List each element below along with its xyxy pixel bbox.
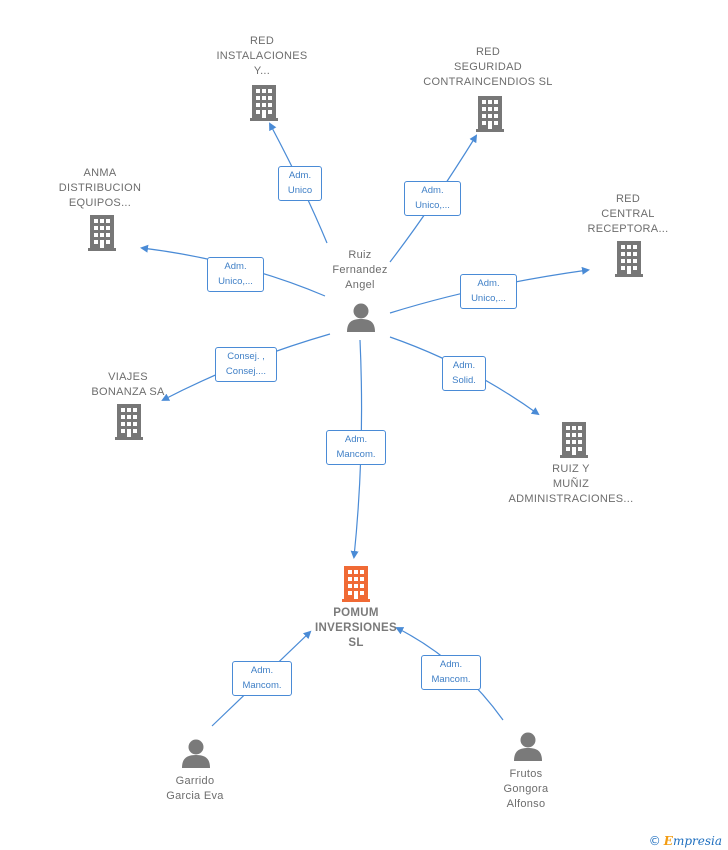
person-icon-ruiz[interactable]: [347, 303, 375, 333]
building-icon-red-seguridad[interactable]: [476, 96, 504, 132]
building-icon-red-instalaciones[interactable]: [250, 85, 278, 121]
building-icon-red-central[interactable]: [615, 241, 643, 277]
edge-label-red-seguridad: Adm. Unico,...: [404, 181, 461, 216]
node-label-red-instalaciones[interactable]: RED INSTALACIONES Y...: [216, 35, 308, 77]
node-label-red-seguridad[interactable]: RED SEGURIDAD CONTRAINCENDIOS SL: [423, 46, 553, 88]
brand-name: mpresia: [672, 834, 722, 848]
building-icon-anma[interactable]: [88, 215, 116, 251]
edge-label-anma: Adm. Unico,...: [207, 257, 264, 292]
empresia-logo: ©Empresia: [649, 834, 722, 848]
edge-label-red-central: Adm. Unico,...: [460, 274, 517, 309]
edge-label-frutos: Adm. Mancom.: [421, 655, 481, 690]
building-icon-pomum[interactable]: [342, 566, 370, 602]
node-label-ruiz-munoz[interactable]: RUIZ Y MUÑIZ ADMINISTRACIONES...: [508, 463, 634, 505]
node-label-red-central[interactable]: RED CENTRAL RECEPTORA...: [587, 193, 669, 235]
node-label-anma[interactable]: ANMA DISTRIBUCION EQUIPOS...: [58, 167, 142, 209]
person-icon-garrido[interactable]: [182, 739, 210, 769]
copyright-icon: ©: [648, 834, 661, 848]
building-icon-viajes[interactable]: [115, 404, 143, 440]
node-label-frutos[interactable]: Frutos Gongora Alfonso: [503, 768, 549, 810]
edge-label-ruiz-munoz: Adm. Solid.: [442, 356, 486, 391]
brand-e: E: [663, 834, 673, 848]
edge-label-pomum: Adm. Mancom.: [326, 430, 386, 465]
node-label-ruiz[interactable]: Ruiz Fernandez Angel: [332, 249, 388, 291]
edge-label-viajes: Consej. , Consej....: [215, 347, 277, 382]
node-label-pomum[interactable]: POMUM INVERSIONES SL: [315, 607, 397, 649]
edge-label-red-instalaciones: Adm. Unico: [278, 166, 322, 201]
edge-label-garrido: Adm. Mancom.: [232, 661, 292, 696]
node-label-viajes[interactable]: VIAJES BONANZA SA: [91, 371, 165, 398]
node-label-garrido[interactable]: Garrido Garcia Eva: [166, 775, 224, 802]
person-icon-frutos[interactable]: [514, 732, 542, 762]
building-icon-ruiz-munoz[interactable]: [560, 422, 588, 458]
